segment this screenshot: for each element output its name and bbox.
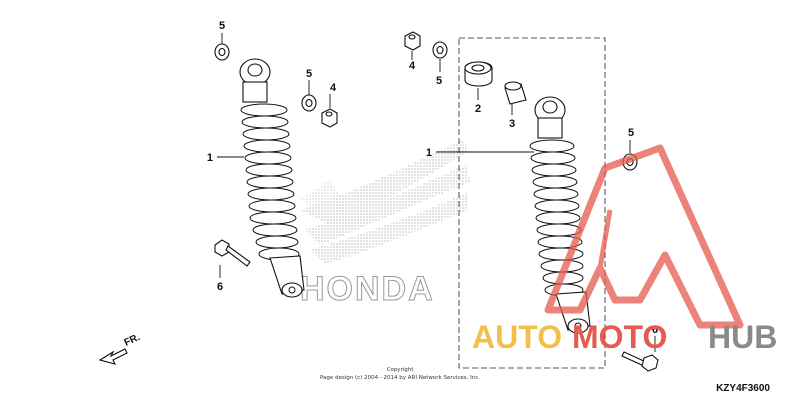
callout-5-mid: 5: [306, 68, 312, 80]
honda-brand-text: HONDA: [300, 270, 435, 308]
callout-5-top-right: 5: [436, 75, 442, 87]
automotohub-watermark: [544, 144, 744, 329]
collar-part-3: [504, 81, 527, 105]
washer-part-5-top-left: [214, 43, 230, 61]
callout-3: 3: [509, 118, 515, 130]
callout-4-top: 4: [409, 60, 416, 72]
washer-part-5-mid: [301, 94, 317, 112]
left-shock-absorber: [239, 58, 305, 298]
front-direction-arrow: FR.: [98, 332, 142, 365]
nut-part-4-top: [404, 31, 421, 51]
watermark-part-auto: AUTO: [472, 319, 562, 355]
watermark-part-hub: HUB: [708, 319, 777, 355]
copyright-notice: Page design (c) 2004 - 2014 by ARI Netwo…: [320, 375, 480, 381]
bushing-part-2: [464, 61, 493, 87]
front-marker-label: FR.: [123, 332, 142, 349]
diagram-code: KZY4F3600: [716, 383, 770, 394]
washer-part-5-top-right: [432, 41, 448, 59]
bolt-part-6-right: [621, 351, 659, 372]
callout-6-right: 6: [652, 324, 658, 336]
nut-part-4-mid: [321, 108, 338, 128]
callout-1-left: 1: [207, 152, 213, 164]
callout-1-right: 1: [426, 147, 432, 159]
right-shock-group-box: [458, 37, 606, 369]
callout-4-mid: 4: [330, 82, 337, 94]
callout-5-right: 5: [628, 127, 634, 139]
leader-lines: [217, 33, 656, 352]
copyright-label: Copyright: [387, 367, 415, 373]
callout-6-left: 6: [217, 281, 223, 293]
callout-2: 2: [475, 103, 481, 115]
watermark-part-moto: MOTO: [572, 319, 667, 355]
honda-wing-logo: [300, 140, 470, 264]
callout-5-top-left: 5: [219, 20, 225, 32]
right-shock-absorber: [529, 96, 591, 334]
bolt-part-6-left: [214, 239, 251, 267]
